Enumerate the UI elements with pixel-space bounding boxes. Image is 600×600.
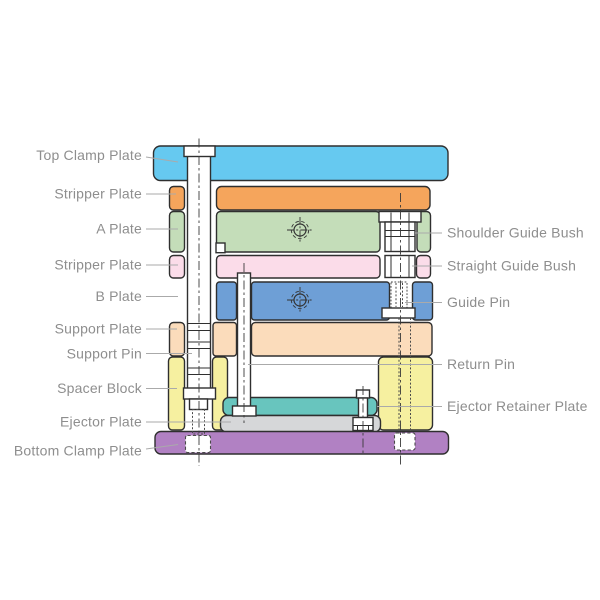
- stripper-plate-upper-shape: [168, 185, 431, 211]
- top-clamp-plate-shape: [152, 145, 449, 182]
- guide-pin-flange: [381, 307, 416, 319]
- label-a-plate: A Plate: [96, 221, 142, 237]
- support-pin-hidden-foot: [184, 434, 212, 454]
- label-stripper-plate-upper: Stripper Plate: [54, 186, 142, 202]
- guide-bush-assembly-shape: [378, 193, 422, 466]
- label-support-plate: Support Plate: [55, 321, 142, 337]
- bottom-clamp-plate-shape: [154, 430, 450, 455]
- labels-left: Top Clamp Plate Stripper Plate A Plate S…: [14, 147, 143, 459]
- label-bottom-clamp-plate: Bottom Clamp Plate: [14, 443, 142, 459]
- support-pin-head: [183, 145, 216, 158]
- support-pin-collar: [182, 387, 217, 400]
- leader-bottom-clamp-plate: [145, 443, 179, 450]
- label-guide-pin: Guide Pin: [447, 294, 510, 310]
- hole-center-mark-a-plate: [287, 217, 313, 243]
- label-return-pin: Return Pin: [447, 356, 515, 372]
- spacer-block-right-shape: [377, 356, 434, 431]
- straight-guide-bush-body: [384, 254, 416, 279]
- guide-pin-knurled-section: [390, 281, 408, 309]
- plates: [152, 145, 450, 455]
- support-pin-nut: [188, 398, 209, 411]
- shoulder-guide-bush-flange: [378, 210, 422, 223]
- label-ejector-retainer-plate: Ejector Retainer Plate: [447, 398, 588, 414]
- leader-top-clamp-plate: [145, 156, 179, 163]
- labels-right: Shoulder Guide Bush Straight Guide Bush …: [447, 225, 588, 415]
- hole-center-mark-b-plate: [287, 287, 313, 313]
- leader-lines: [145, 156, 442, 450]
- a-plate-shape: [168, 210, 432, 254]
- a-plate-step-notch: [215, 242, 226, 254]
- label-ejector-plate: Ejector Plate: [60, 414, 142, 430]
- b-plate-shape: [215, 281, 434, 321]
- support-plate-shape: [168, 321, 433, 357]
- ejector-plate-screw-shape: [352, 386, 374, 456]
- return-pin-shape: [231, 263, 257, 423]
- label-shoulder-guide-bush: Shoulder Guide Bush: [447, 225, 584, 241]
- label-stripper-plate-lower: Stripper Plate: [54, 257, 142, 273]
- label-support-pin: Support Pin: [67, 346, 142, 362]
- support-pin-shape: [182, 138, 217, 466]
- label-spacer-block: Spacer Block: [57, 380, 143, 396]
- label-b-plate: B Plate: [95, 288, 142, 304]
- guide-pin-hidden-foot: [393, 432, 416, 451]
- stripper-plate-lower-shape: [168, 254, 432, 279]
- label-straight-guide-bush: Straight Guide Bush: [447, 258, 576, 274]
- label-top-clamp-plate: Top Clamp Plate: [36, 147, 142, 163]
